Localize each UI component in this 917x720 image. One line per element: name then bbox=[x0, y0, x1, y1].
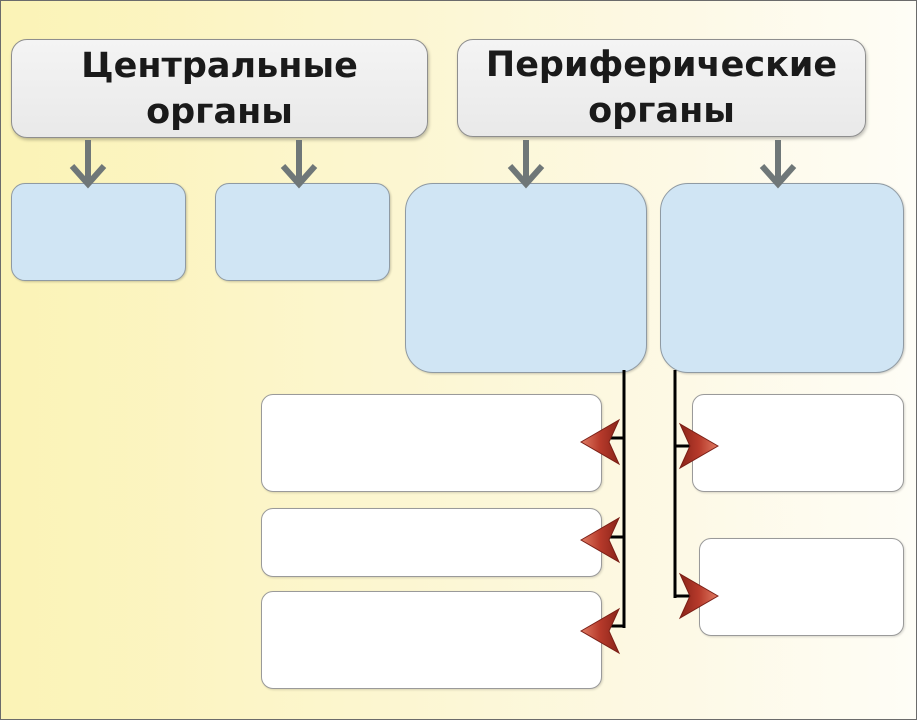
sub-item-box-right-1 bbox=[692, 394, 904, 492]
down-arrow-icon bbox=[762, 140, 794, 184]
peripheral-organ-box-1 bbox=[405, 183, 647, 373]
sub-item-box-left-3 bbox=[261, 591, 602, 689]
header-peripheral-organs: Периферические органы bbox=[457, 39, 866, 137]
left-connector-lines bbox=[610, 370, 626, 628]
central-organ-box-1 bbox=[11, 183, 186, 281]
left-arrow-icon bbox=[580, 419, 620, 465]
peripheral-organ-box-2 bbox=[660, 183, 904, 373]
header-central-organs: Центральные органы bbox=[11, 39, 428, 138]
down-arrow-icon bbox=[72, 140, 104, 184]
left-arrow-icon bbox=[580, 608, 620, 654]
sub-item-box-left-2 bbox=[261, 508, 602, 577]
left-arrow-icon bbox=[580, 517, 620, 563]
down-arrow-icon bbox=[283, 140, 315, 184]
right-connector-lines bbox=[673, 370, 702, 598]
sub-item-box-right-2 bbox=[699, 538, 904, 636]
down-arrow-icon bbox=[510, 140, 542, 184]
sub-item-box-left-1 bbox=[261, 394, 602, 492]
